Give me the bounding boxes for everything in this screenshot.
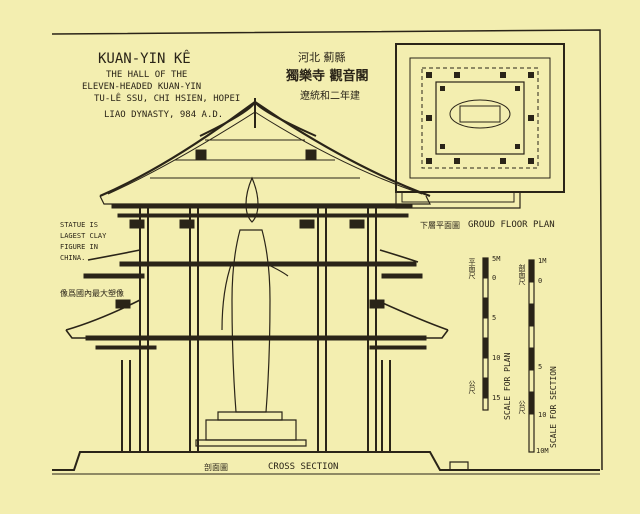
ground-plan-label: GROUD FLOOR PLAN [468,220,555,230]
scale-section-label: SCALE FOR SECTION [549,366,558,448]
scale-plan-tick: 10 [492,354,501,362]
scale-plan-label: SCALE FOR PLAN [503,352,512,420]
drawing-border [51,29,603,471]
columns [121,208,391,452]
annotation-line3: FIGURE IN [60,243,98,251]
title-line2: THE HALL OF THE [106,70,188,80]
scale-section-tick: 0 [538,277,543,285]
scale-section-cn: 剖面尺 [518,264,526,285]
annotation-chinese: 像爲國內最大塑像 [60,289,124,298]
scale-plan-tick: 5M [492,255,501,263]
title-line4: TU-LÊ SSU, CHI HSIEN, HOPEI [94,94,241,104]
annotation-line2: LAGEST CLAY [60,232,107,240]
scale-bar-section [528,259,535,453]
kuan-yin-statue [195,176,307,447]
scale-plan-cn-bottom: 公尺 [468,380,476,394]
annotation-line1: STATUE IS [60,221,98,229]
scale-plan-tick: 0 [492,274,497,282]
scale-plan-tick: 15 [492,394,501,402]
chinese-title-line2: 獨樂寺 觀音閣 [286,69,369,84]
title-line3: ELEVEN-HEADED KUAN-YIN [82,82,202,92]
annotation-line4: CHINA. [60,254,86,262]
title-line5: LIAO DYNASTY, 984 A.D. [104,110,224,120]
scale-section-tick: 1M [538,257,547,265]
platform-ground [52,451,600,475]
section-label: CROSS SECTION [268,462,339,472]
scale-section-tick: 5 [538,363,543,371]
section-cn-label: 剖面圖 [204,463,228,472]
scale-plan-cn: 平面尺 [468,258,476,279]
lower-eaves [65,249,449,339]
chinese-title-line3: 遼統和二年建 [300,91,360,102]
scale-bar-plan [482,257,489,411]
scale-section-cn-bottom: 公尺 [518,400,526,414]
scale-section-end: 10M [536,447,549,455]
scale-section-tick: 10 [538,411,547,419]
ground-floor-plan [395,43,565,209]
scale-plan-tick: 5 [492,314,497,322]
ground-plan-cn-label: 下層平面圖 [420,221,460,230]
chinese-title-line1: 河北 薊縣 [298,51,346,64]
main-title: KUAN-YIN KÊ [98,51,191,67]
